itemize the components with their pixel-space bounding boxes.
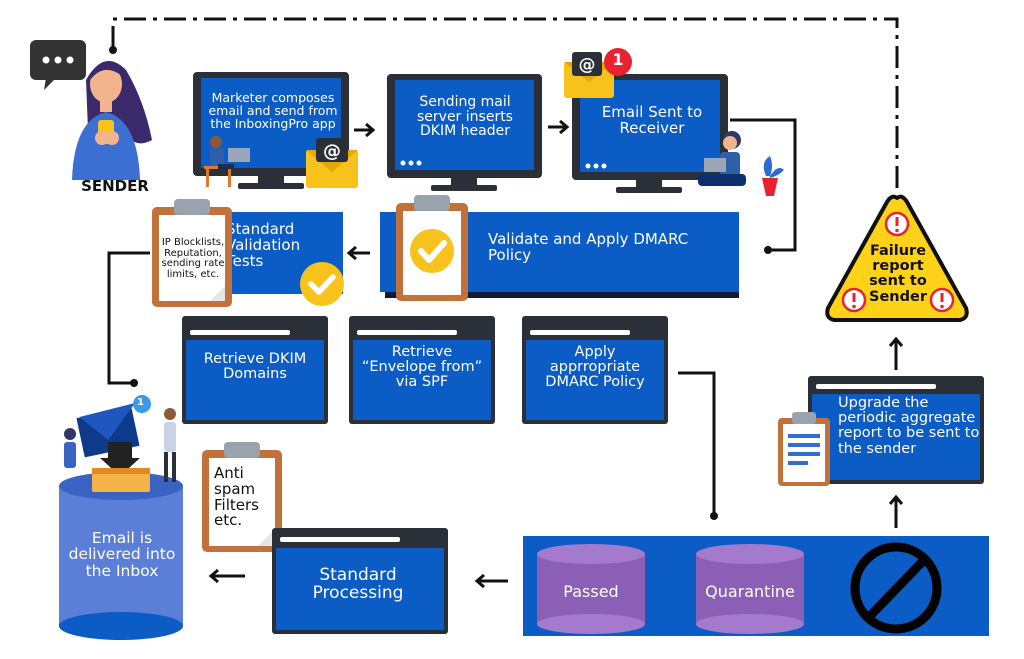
alert-icon-left [841, 287, 867, 313]
step-email-sent-text: Email Sent to Receiver [601, 103, 703, 137]
failure-warning-triangle [825, 194, 969, 322]
inbox-cylinder [59, 472, 183, 640]
arrow-outcomes-to-processing [474, 573, 508, 589]
step-retrieve-envelope-text: Retrieve “Envelope from” via SPF [361, 344, 483, 391]
arrow-validate-to-tests [346, 245, 370, 261]
arrow-compose-to-server [354, 122, 376, 138]
failure-feedback-line [111, 17, 899, 190]
arrow-aggregate-to-failure [888, 336, 904, 370]
arrow-processing-to-inbox [208, 568, 245, 584]
email-at-icon: @ [306, 138, 358, 188]
browser-standard-processing [272, 528, 448, 634]
svg-text:@: @ [579, 55, 596, 75]
tests-clipboard-icon [152, 199, 232, 307]
svg-text:@: @ [323, 141, 341, 162]
receiver-illustration [684, 131, 784, 196]
alert-icon-top [884, 211, 910, 237]
alert-icon-right [929, 287, 955, 313]
inbox-count-badge: 1 [137, 397, 144, 408]
browser-aggregate-report [808, 376, 984, 484]
connector-dmarc-to-outcomes [678, 371, 716, 516]
outcome-quarantine-label: Quarantine [705, 582, 795, 601]
validate-clipboard-icon [396, 195, 468, 301]
quarantine-cylinder [696, 544, 804, 634]
step-apply-dmarc-text: Apply apprropriate DMARC Policy [545, 344, 645, 391]
inbox-delivery-illustration [64, 395, 176, 492]
aggregate-clipboard-icon [778, 412, 830, 486]
standard-tests-check-icon [300, 262, 344, 306]
sender-label: SENDER [81, 177, 149, 195]
step-compose-text: Marketer composes email and send from th… [208, 90, 338, 132]
notification-count-badge: 1 [612, 50, 624, 69]
browser-apply-dmarc [522, 316, 668, 424]
browser-retrieve-dkim [182, 316, 328, 424]
outcome-passed-label: Passed [563, 582, 619, 601]
tests-clipboard-text: IP Blocklists, Reputation, sending rate … [161, 237, 225, 280]
monitor-mail-server [387, 74, 542, 191]
step-dkim-insert-text: Sending mail server inserts DKIM header [417, 94, 513, 140]
browser-retrieve-envelope [349, 316, 495, 424]
passed-cylinder [537, 544, 645, 634]
step-delivered-text: Email is delivered into the Inbox [68, 529, 176, 580]
antispam-clipboard-icon [202, 442, 282, 552]
marketer-at-desk-illustration [204, 136, 250, 187]
antispam-clipboard-text: Anti spam Filters etc. [214, 464, 259, 530]
step-aggregate-text: Upgrade the periodic aggregate report to… [838, 395, 980, 457]
step-validate-text: Validate and Apply DMARC Policy [488, 230, 689, 264]
sender-illustration [30, 40, 152, 180]
step-standard-tests-text: Standard Validation Tests [226, 220, 301, 270]
notification-envelope-icon: @ [564, 48, 632, 98]
connector-tests-to-dkim [107, 251, 150, 385]
step-retrieve-dkim-text: Retrieve DKIM Domains [203, 351, 307, 383]
arrow-reject-to-aggregate [888, 494, 904, 528]
connector-sent-to-validate [730, 118, 797, 252]
step-failure-text: Failure report sent to Sender [869, 243, 927, 305]
arrow-server-to-sent [548, 119, 570, 135]
reject-prohibited-icon [850, 542, 942, 634]
step-standard-processing-text: Standard Processing [312, 565, 404, 603]
